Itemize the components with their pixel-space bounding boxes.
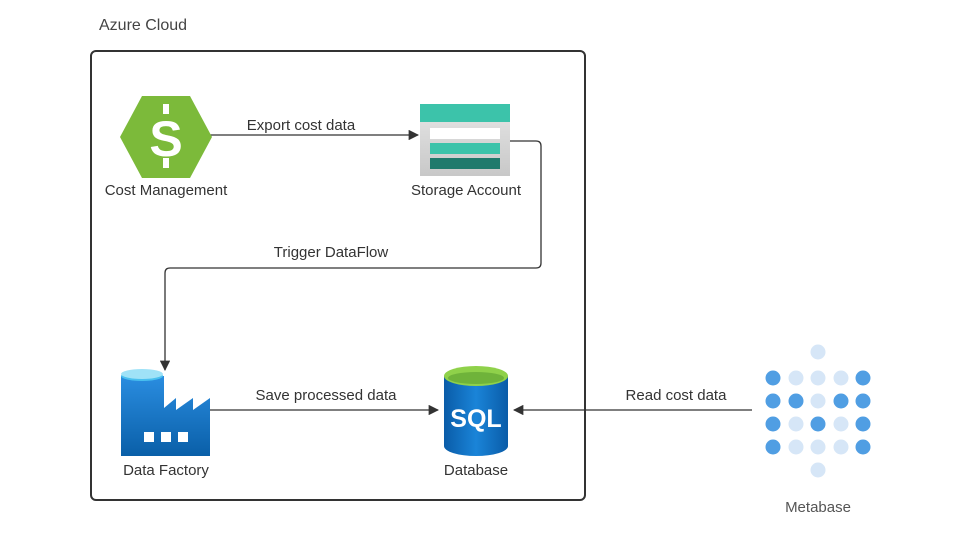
group-title: Azure Cloud xyxy=(99,17,188,34)
dollar-hexagon-icon: S xyxy=(120,96,212,178)
node-label-storage-account: Storage Account xyxy=(410,182,522,199)
node-label-data-factory: Data Factory xyxy=(123,462,209,479)
sql-database-icon: SQL xyxy=(444,366,508,456)
storage-account-icon xyxy=(420,104,510,176)
edge-label-trigger: Trigger DataFlow xyxy=(273,244,389,261)
metabase-dots-icon xyxy=(765,344,871,478)
svg-text:S: S xyxy=(149,111,182,167)
edge-label-export: Export cost data xyxy=(246,117,356,134)
edge-label-read: Read cost data xyxy=(625,387,727,404)
edge-label-save: Save processed data xyxy=(255,387,397,404)
node-label-cost-management: Cost Management xyxy=(104,182,228,199)
node-label-metabase: Metabase xyxy=(785,499,851,516)
node-label-database: Database xyxy=(443,462,509,479)
edge-trigger xyxy=(159,140,542,372)
azure-cloud-group xyxy=(90,50,586,501)
sql-icon-text: SQL xyxy=(450,405,501,433)
factory-icon xyxy=(121,369,210,456)
